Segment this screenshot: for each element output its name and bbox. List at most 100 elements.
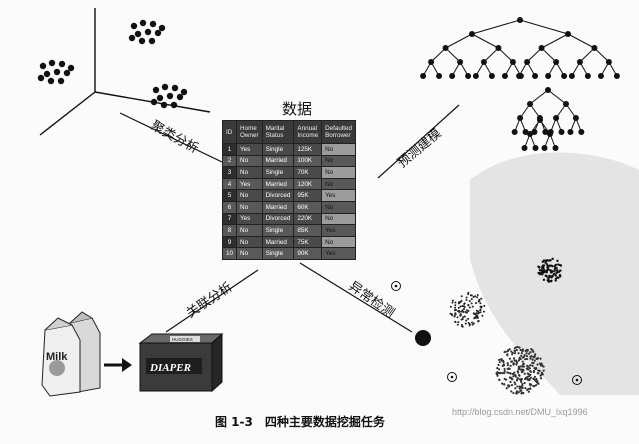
tree-edge bbox=[430, 47, 446, 63]
anomaly-point bbox=[545, 275, 548, 278]
anomaly-point bbox=[519, 389, 522, 392]
table-header-cell: ID bbox=[221, 120, 238, 144]
anomaly-point bbox=[528, 367, 532, 370]
anomaly-point bbox=[541, 267, 544, 270]
anomaly-point bbox=[510, 390, 513, 393]
anomaly-point bbox=[536, 363, 539, 366]
anomaly-point bbox=[503, 369, 506, 373]
anomaly-point bbox=[527, 388, 530, 391]
anomaly-point bbox=[525, 357, 529, 361]
anomaly-point bbox=[470, 302, 473, 305]
table-cell: 75K bbox=[293, 235, 323, 249]
tree-node bbox=[472, 73, 479, 79]
anomaly-point bbox=[496, 371, 499, 374]
anomaly-point bbox=[474, 295, 477, 298]
anomaly-point bbox=[531, 364, 534, 367]
table-cell: No bbox=[236, 247, 263, 260]
diaper-box-top-label: HUGGIES bbox=[172, 337, 193, 342]
anomaly-point bbox=[481, 314, 484, 317]
anomaly-point bbox=[551, 257, 554, 261]
anomaly-point bbox=[541, 271, 545, 274]
anomaly-point bbox=[451, 299, 454, 302]
anomaly-point bbox=[468, 300, 471, 303]
anomaly-point bbox=[510, 384, 514, 387]
anomaly-point bbox=[508, 357, 512, 360]
anomaly-point bbox=[542, 365, 545, 368]
cluster-point bbox=[148, 37, 156, 45]
anomaly-point bbox=[521, 349, 524, 352]
anomaly-point bbox=[546, 259, 550, 262]
anomaly-point bbox=[521, 356, 524, 359]
anomaly-point bbox=[500, 358, 503, 361]
anomaly-point bbox=[555, 271, 558, 275]
anomaly-point bbox=[546, 268, 549, 272]
anomaly-point bbox=[499, 371, 502, 374]
anomaly-point bbox=[520, 352, 523, 355]
anomaly-point bbox=[460, 295, 463, 298]
table-cell: 8 bbox=[221, 224, 238, 237]
tree-edge bbox=[541, 33, 569, 49]
table-cell: 10 bbox=[221, 247, 238, 260]
table-cell: No bbox=[321, 200, 357, 214]
anomaly-point bbox=[540, 362, 543, 365]
watermark: http://blog.csdn.net/DMU_lxq1996 bbox=[452, 407, 588, 417]
table-cell: No bbox=[321, 166, 357, 179]
anomaly-point bbox=[478, 299, 481, 302]
table-cell: 125K bbox=[293, 143, 323, 156]
tree-edge bbox=[471, 19, 521, 35]
anomaly-point bbox=[498, 368, 501, 371]
anomaly-point bbox=[506, 363, 510, 367]
anomaly-point bbox=[516, 370, 519, 373]
anomaly-point bbox=[553, 269, 556, 272]
anomaly-point bbox=[541, 260, 544, 263]
anomaly-point bbox=[507, 371, 510, 375]
anomaly-point bbox=[524, 377, 527, 381]
anomaly-point bbox=[539, 377, 543, 380]
anomaly-point bbox=[467, 321, 470, 324]
tree-node bbox=[436, 73, 443, 79]
anomaly-point bbox=[475, 302, 478, 305]
anomaly-point bbox=[529, 364, 532, 367]
anomaly-point bbox=[526, 367, 529, 370]
anomaly-point bbox=[520, 354, 523, 357]
table-header-cell: Annual Income bbox=[293, 120, 323, 144]
table-cell: 90K bbox=[293, 247, 323, 260]
table-cell: No bbox=[236, 200, 263, 214]
tree-node bbox=[545, 73, 552, 79]
anomaly-point bbox=[475, 312, 478, 315]
tree-node bbox=[465, 73, 472, 79]
anomaly-point bbox=[498, 378, 501, 381]
outlier-point bbox=[394, 284, 398, 288]
cluster-point bbox=[37, 74, 45, 82]
anomaly-point bbox=[501, 382, 504, 385]
anomaly-point bbox=[529, 370, 533, 373]
anomaly-point bbox=[472, 312, 475, 315]
anomaly-point bbox=[554, 274, 558, 277]
anomaly-point bbox=[508, 376, 512, 379]
anomaly-point bbox=[545, 263, 549, 266]
anomaly-point bbox=[467, 309, 470, 312]
cluster-point bbox=[154, 29, 162, 37]
anomaly-point bbox=[461, 318, 464, 321]
anomaly-point bbox=[472, 296, 475, 299]
anomaly-point bbox=[498, 361, 501, 364]
anomaly-point bbox=[537, 271, 540, 275]
anomaly-point bbox=[503, 367, 506, 371]
table-cell: Yes bbox=[236, 143, 263, 156]
anomaly-point bbox=[459, 313, 462, 316]
anomaly-point bbox=[463, 315, 466, 318]
anomaly-point bbox=[518, 346, 521, 349]
anomaly-point bbox=[541, 373, 544, 376]
table-cell: Yes bbox=[321, 224, 357, 237]
table-cell: Single bbox=[261, 224, 295, 237]
anomaly-point bbox=[509, 372, 512, 375]
anomaly-point bbox=[477, 320, 480, 323]
anomaly-point bbox=[503, 377, 506, 380]
anomaly-point bbox=[508, 348, 511, 351]
